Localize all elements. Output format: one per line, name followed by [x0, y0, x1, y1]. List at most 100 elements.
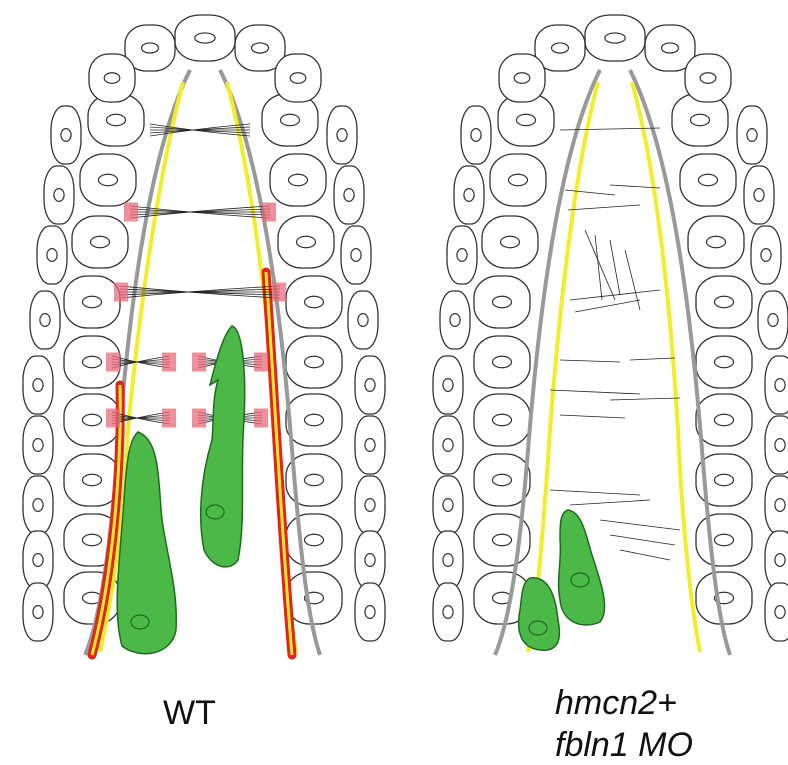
epithelial-cell — [474, 336, 530, 388]
junction-mark — [106, 353, 120, 372]
epithelial-cell — [64, 276, 120, 328]
fiber — [610, 535, 675, 545]
cell-body — [341, 226, 371, 284]
epithelial-cell — [355, 476, 385, 534]
cell-body — [447, 226, 477, 284]
epithelial-cell — [744, 166, 774, 224]
epithelial-cell — [37, 226, 67, 284]
migrating-cell — [519, 578, 560, 650]
fiber — [560, 360, 620, 362]
epithelial-cell — [355, 416, 385, 474]
epithelial-cell — [23, 356, 53, 414]
fiber — [560, 415, 625, 418]
junction-mark — [192, 353, 206, 372]
epithelial-cell — [80, 154, 136, 206]
epithelial-cell — [454, 166, 484, 224]
cell-body — [440, 291, 470, 349]
migrating-cell — [559, 510, 605, 625]
cell-body — [286, 276, 342, 328]
epithelial-cell — [175, 15, 235, 61]
cell-body — [355, 476, 385, 534]
epithelial-cell — [23, 583, 53, 641]
cell-body — [433, 356, 463, 414]
epithelial-cell — [765, 531, 788, 589]
cell-body — [286, 336, 342, 388]
cell-body — [696, 276, 752, 328]
cell-body — [474, 276, 530, 328]
cell-body — [275, 54, 321, 102]
epithelial-cell — [765, 583, 788, 641]
fiber — [610, 398, 680, 400]
fiber — [570, 500, 650, 505]
epithelial-cell — [286, 276, 342, 328]
cell-body — [23, 531, 53, 589]
epithelial-cell — [286, 572, 342, 624]
epithelial-cell — [433, 476, 463, 534]
cell-body — [286, 572, 342, 624]
fiber — [565, 190, 615, 195]
cell-body — [44, 166, 74, 224]
cell-body — [758, 291, 788, 349]
fiber — [585, 230, 615, 300]
cell-body — [355, 416, 385, 474]
cell-body — [270, 154, 326, 206]
junction-mark — [124, 203, 138, 222]
epithelial-cell — [286, 336, 342, 388]
cell-body — [89, 54, 135, 102]
cell-body — [23, 583, 53, 641]
epithelial-cell — [270, 154, 326, 206]
epithelial-cell — [461, 106, 491, 164]
morphant-label-line2: fbln1 MO — [555, 725, 693, 765]
epithelial-cell — [433, 416, 463, 474]
morphant-label-line1: hmcn2+ — [555, 683, 677, 723]
cell-body — [696, 336, 752, 388]
epithelial-cell — [23, 476, 53, 534]
cell-body — [696, 572, 752, 624]
cell-body — [433, 531, 463, 589]
epithelial-cell — [30, 291, 60, 349]
cell-body — [30, 291, 60, 349]
cell-body — [585, 15, 645, 61]
fiber-bundle — [106, 353, 176, 372]
cell-body — [23, 356, 53, 414]
cell-body — [680, 154, 736, 206]
cell-body — [454, 166, 484, 224]
epithelial-cell — [433, 583, 463, 641]
epithelial-cell — [474, 454, 530, 506]
epithelial-cell — [447, 226, 477, 284]
epithelial-cell — [680, 154, 736, 206]
epithelial-cell — [765, 356, 788, 414]
epithelial-cell — [585, 15, 645, 61]
epithelial-cell — [696, 394, 752, 446]
cell-body — [461, 106, 491, 164]
junction-mark — [162, 409, 176, 428]
cell-body — [348, 291, 378, 349]
cell-body — [474, 454, 530, 506]
cell-body — [696, 394, 752, 446]
fiber-bundle — [106, 409, 176, 428]
cell-body — [355, 531, 385, 589]
fiber-bundle — [114, 283, 286, 302]
fiber — [630, 358, 675, 360]
cell-body — [685, 54, 731, 102]
cell-body — [23, 476, 53, 534]
cell-body — [64, 454, 120, 506]
epithelial-cell — [278, 216, 334, 268]
epithelial-cell — [499, 54, 545, 102]
epithelial-cell — [765, 416, 788, 474]
epithelial-cell — [685, 54, 731, 102]
epithelial-cell — [286, 394, 342, 446]
fiber — [550, 390, 640, 394]
epithelial-cell — [688, 216, 744, 268]
cell-body — [23, 416, 53, 474]
cell-body — [175, 15, 235, 61]
epithelial-cell — [44, 166, 74, 224]
fiber — [610, 240, 620, 295]
epithelial-cell — [474, 276, 530, 328]
epithelial-cell — [696, 336, 752, 388]
cell-body — [64, 276, 120, 328]
epithelial-cell — [72, 216, 128, 268]
epithelial-cell — [751, 226, 781, 284]
epithelial-cell — [482, 216, 538, 268]
